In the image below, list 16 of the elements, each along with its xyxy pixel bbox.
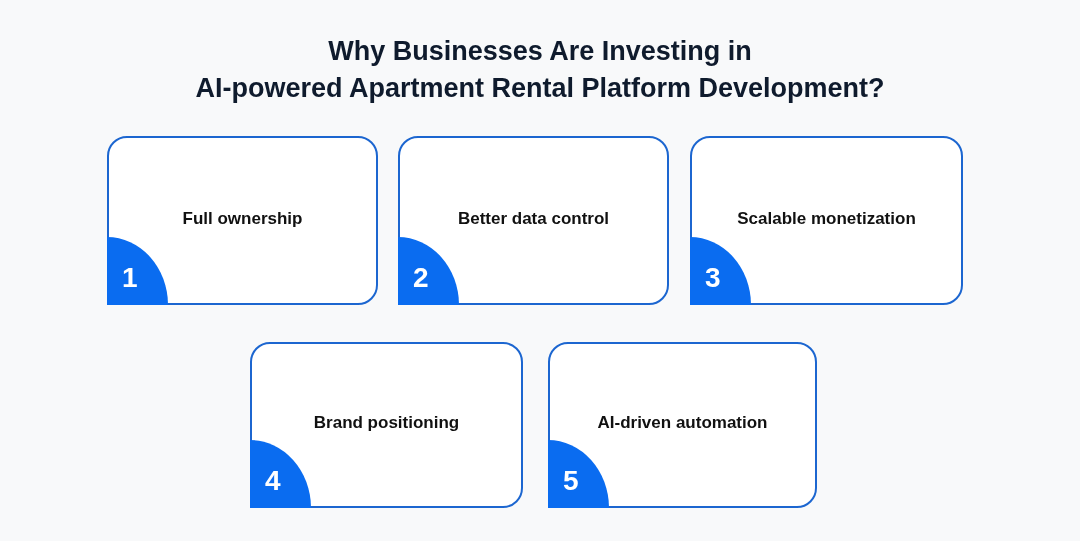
step-number: 4 <box>265 466 281 496</box>
feature-card <box>548 342 817 508</box>
step-number: 3 <box>705 263 721 293</box>
feature-card <box>107 136 378 305</box>
feature-card <box>250 342 523 508</box>
step-number: 5 <box>563 466 579 496</box>
step-number: 1 <box>122 263 138 293</box>
feature-label: Scalable monetization <box>736 208 917 229</box>
feature-label: Better data control <box>456 208 611 229</box>
step-number: 2 <box>413 263 429 293</box>
feature-card <box>398 136 669 305</box>
feature-label: Full ownership <box>181 208 304 229</box>
feature-label: AI-driven automation <box>596 412 769 433</box>
feature-card <box>690 136 963 305</box>
feature-label: Brand positioning <box>312 412 461 433</box>
title: Why Businesses Are Investing in AI-powered Apartment Rental Platform Development? <box>194 35 886 105</box>
